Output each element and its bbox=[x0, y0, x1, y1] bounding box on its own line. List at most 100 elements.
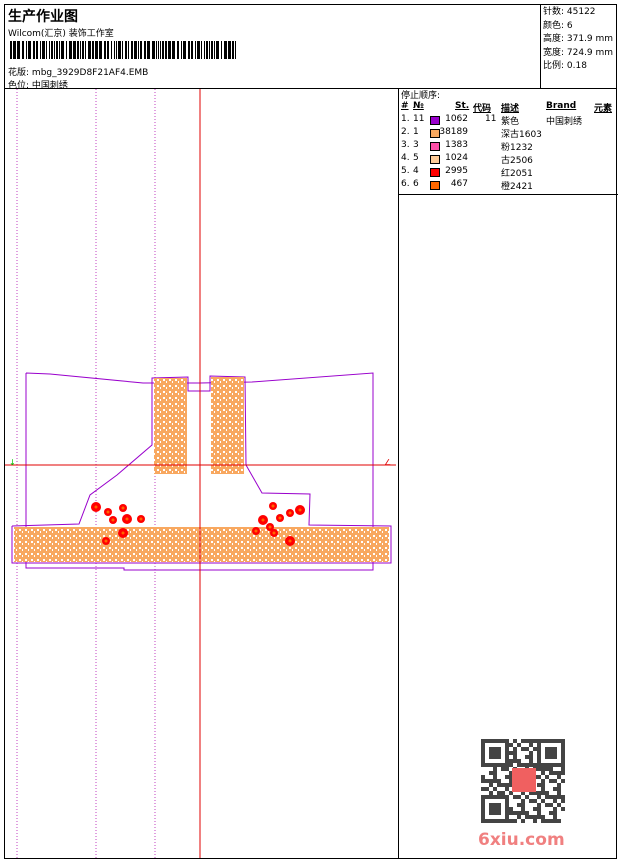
qr-module bbox=[505, 763, 509, 767]
qr-module bbox=[497, 779, 501, 783]
qr-module bbox=[509, 819, 513, 823]
qr-module bbox=[513, 751, 517, 755]
row-desc: 粉1232 bbox=[501, 143, 533, 153]
row-desc: 紫色 bbox=[501, 117, 520, 127]
flower-center bbox=[271, 504, 275, 508]
qr-module bbox=[509, 759, 513, 763]
header-st: St. bbox=[455, 101, 470, 111]
stamp-icon bbox=[512, 768, 536, 792]
qr-module bbox=[553, 747, 557, 751]
qr-module bbox=[481, 795, 485, 799]
qr-module bbox=[517, 815, 521, 819]
qr-module bbox=[493, 819, 497, 823]
qr-module bbox=[557, 739, 561, 743]
qr-module bbox=[549, 751, 553, 755]
qr-module bbox=[549, 763, 553, 767]
end-marker-icon: ∠ bbox=[384, 458, 391, 467]
qr-module bbox=[561, 743, 565, 747]
qr-module bbox=[509, 807, 513, 811]
stop-sequence-title: 停止顺序: bbox=[401, 91, 441, 101]
row-idx: 4. bbox=[401, 153, 410, 163]
qr-module bbox=[537, 755, 541, 759]
qr-module bbox=[513, 747, 517, 751]
qr-module bbox=[541, 767, 545, 771]
qr-module bbox=[505, 819, 509, 823]
qr-module bbox=[493, 811, 497, 815]
row-no: 6 bbox=[413, 179, 419, 189]
qr-module bbox=[553, 771, 557, 775]
row-stitches: 2995 bbox=[445, 166, 468, 176]
qr-module bbox=[525, 763, 529, 767]
qr-module bbox=[497, 755, 501, 759]
qr-module bbox=[545, 755, 549, 759]
qr-module bbox=[553, 739, 557, 743]
header-brand: Brand bbox=[546, 101, 577, 111]
qr-module bbox=[489, 791, 493, 795]
qr-module bbox=[489, 807, 493, 811]
qr-module bbox=[557, 771, 561, 775]
flower-center bbox=[288, 539, 292, 543]
qr-module bbox=[529, 739, 533, 743]
qr-module bbox=[497, 739, 501, 743]
qr-module bbox=[529, 815, 533, 819]
qr-module bbox=[537, 767, 541, 771]
qr-module bbox=[493, 779, 497, 783]
qr-module bbox=[541, 815, 545, 819]
qr-module bbox=[557, 791, 561, 795]
row-stitches: 38189 bbox=[439, 127, 468, 137]
flower-center bbox=[261, 518, 265, 522]
row-stitches: 467 bbox=[450, 179, 468, 189]
header-code: 代码 bbox=[473, 104, 492, 114]
qr-module bbox=[557, 819, 561, 823]
qr-module bbox=[553, 807, 557, 811]
qr-module bbox=[505, 755, 509, 759]
qr-module bbox=[481, 763, 485, 767]
flower-center bbox=[106, 510, 110, 514]
qr-module bbox=[509, 751, 513, 755]
qr-module bbox=[481, 787, 485, 791]
qr-module bbox=[489, 803, 493, 807]
qr-module bbox=[493, 807, 497, 811]
qr-module bbox=[545, 763, 549, 767]
qr-module bbox=[553, 819, 557, 823]
qr-module bbox=[509, 775, 513, 779]
qr-module bbox=[521, 747, 525, 751]
color-label: 色位: bbox=[8, 81, 30, 91]
qr-module bbox=[553, 815, 557, 819]
qr-module bbox=[525, 811, 529, 815]
qr-module bbox=[481, 807, 485, 811]
qr-module bbox=[521, 791, 525, 795]
qr-module bbox=[561, 763, 565, 767]
flower-center bbox=[272, 531, 276, 535]
qr-module bbox=[537, 811, 541, 815]
qr-module bbox=[489, 751, 493, 755]
qr-module bbox=[553, 755, 557, 759]
qr-module bbox=[493, 739, 497, 743]
qr-module bbox=[485, 779, 489, 783]
qr-module bbox=[493, 787, 497, 791]
qr-module bbox=[493, 747, 497, 751]
qr-module bbox=[513, 795, 517, 799]
qr-module bbox=[553, 811, 557, 815]
qr-module bbox=[489, 747, 493, 751]
qr-module bbox=[489, 795, 493, 799]
qr-module bbox=[505, 747, 509, 751]
qr-module bbox=[493, 771, 497, 775]
qr-module bbox=[537, 739, 541, 743]
qr-module bbox=[505, 783, 509, 787]
flower-center bbox=[125, 517, 129, 521]
qr-module bbox=[561, 751, 565, 755]
row-stitches: 1024 bbox=[445, 153, 468, 163]
qr-module bbox=[521, 799, 525, 803]
flower-center bbox=[298, 508, 302, 512]
border-band-fill bbox=[14, 527, 389, 562]
qr-module bbox=[497, 751, 501, 755]
qr-module bbox=[549, 755, 553, 759]
qr-module bbox=[481, 799, 485, 803]
qr-module bbox=[505, 815, 509, 819]
qr-module bbox=[529, 799, 533, 803]
qr-module bbox=[561, 795, 565, 799]
qr-module bbox=[501, 739, 505, 743]
